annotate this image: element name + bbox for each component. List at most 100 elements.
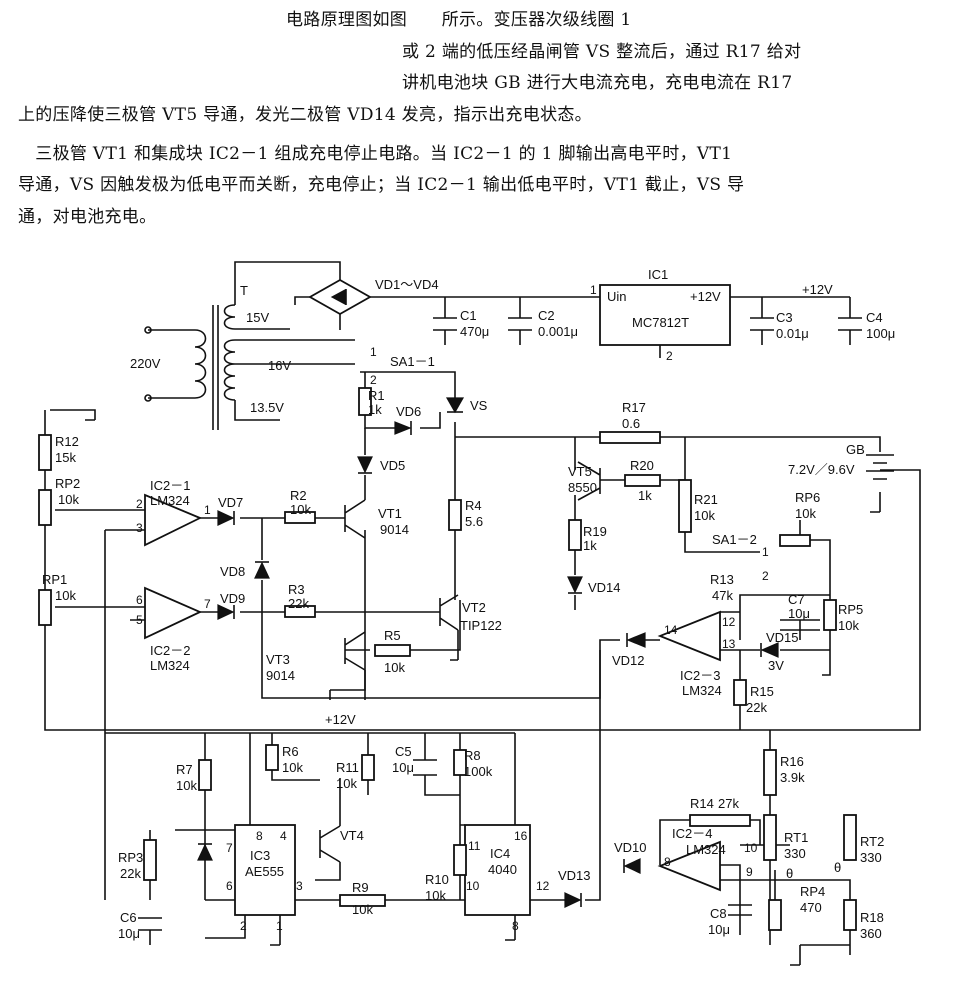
- label-ic22-part: LM324: [150, 658, 190, 673]
- text-line: 讲机电池块 GB 进行大电流充电，充电电流在 R17: [402, 73, 793, 93]
- label-vd15: VD15: [766, 630, 799, 645]
- label-vs: VS: [470, 398, 488, 413]
- label-sa12: SA1－2: [712, 532, 757, 547]
- label-r16: R16: [780, 754, 804, 769]
- label-vd14: VD14: [588, 580, 621, 595]
- label-r7-value: 10k: [176, 778, 197, 793]
- ic1-regulator: [599, 284, 731, 346]
- label-c3: C3: [776, 310, 793, 325]
- label-vt4: VT4: [340, 828, 364, 843]
- label-vd10: VD10: [614, 840, 647, 855]
- label-c5: C5: [395, 744, 412, 759]
- bridge-rectifier-vd1-vd4: [308, 278, 372, 316]
- label-rt1: RT1: [784, 830, 808, 845]
- label-r4-value: 5.6: [465, 514, 483, 529]
- text-line: 上的压降使三极管 VT5 导通，发光二极管 VD14 发亮，指示出充电状态。: [18, 105, 592, 125]
- label-r10-value: 10k: [425, 888, 446, 903]
- label-ic4-pin12: 12: [536, 879, 550, 893]
- label-vd5: VD5: [380, 458, 405, 473]
- label-ic3-pin2: 2: [240, 919, 247, 933]
- label-ic24: IC2－4: [672, 826, 712, 841]
- op-amps: [144, 493, 721, 892]
- label-r1: R1: [368, 388, 385, 403]
- label-vd8: VD8: [220, 564, 245, 579]
- label-gb: GB: [846, 442, 865, 457]
- label-r15-value: 22k: [746, 700, 767, 715]
- label-rp5: RP5: [838, 602, 863, 617]
- label-pin6: 6: [136, 593, 143, 607]
- label-220v: 220V: [130, 356, 161, 371]
- label-r21-value: 10k: [694, 508, 715, 523]
- label-ic24-part: LM324: [686, 842, 726, 857]
- text-line: 电路原理图如图 所示。变压器次级线圈 1: [286, 10, 632, 30]
- label-c6-value: 10μ: [118, 926, 140, 941]
- label-c1-value: 470μ: [460, 324, 489, 339]
- label-r21: R21: [694, 492, 718, 507]
- label-c5-value: 10μ: [392, 760, 414, 775]
- label-rp1: RP1: [42, 572, 67, 587]
- label-vd7: VD7: [218, 495, 243, 510]
- text-line: 通，对电池充电。: [18, 207, 157, 227]
- text-line: 或 2 端的低压经晶闸管 VS 整流后，通过 R17 给对: [402, 42, 802, 62]
- label-ic3-pin4: 4: [280, 829, 287, 843]
- label-ic1-pin2: 2: [666, 349, 673, 363]
- label-sa12-1: 1: [762, 545, 769, 559]
- label-r13-value: 47k: [712, 588, 733, 603]
- label-ic4-pin16: 16: [514, 829, 528, 843]
- label-ic4-pin8: 8: [512, 919, 519, 933]
- label-sa11-1: 1: [370, 345, 377, 359]
- diodes: [197, 397, 779, 908]
- label-pin8: 8: [664, 855, 671, 869]
- label-r6-value: 10k: [282, 760, 303, 775]
- text-line: 三极管 VT1 和集成块 IC2－1 组成充电停止电路。当 IC2－1 的 1 …: [18, 144, 733, 164]
- label-r18-value: 360: [860, 926, 882, 941]
- label-vt5: VT5: [568, 464, 592, 479]
- label-c6: C6: [120, 910, 137, 925]
- label-vt3: VT3: [266, 652, 290, 667]
- label-r18: R18: [860, 910, 884, 925]
- label-rp6: RP6: [795, 490, 820, 505]
- label-r4: R4: [465, 498, 482, 513]
- label-theta2: θ: [834, 860, 841, 875]
- label-r9: R9: [352, 880, 369, 895]
- label-rp2: RP2: [55, 476, 80, 491]
- label-pin9: 9: [746, 865, 753, 879]
- label-ic3-part: AE555: [245, 864, 284, 879]
- label-vt2-value: TIP122: [460, 618, 502, 633]
- resistors: [38, 387, 857, 931]
- label-rp1-value: 10k: [55, 588, 76, 603]
- label-15v: 15V: [246, 310, 269, 325]
- ic4-counter: [464, 824, 531, 916]
- text-line: 导通，VS 因触发极为低电平而关断，充电停止；当 IC2－1 输出低电平时，VT…: [18, 175, 745, 195]
- label-rp6-value: 10k: [795, 506, 816, 521]
- label-13-5v: 13.5V: [250, 400, 284, 415]
- label-16v: 16V: [268, 358, 291, 373]
- label-ic3-pin6: 6: [226, 879, 233, 893]
- label-c4: C4: [866, 310, 883, 325]
- label-rp5-value: 10k: [838, 618, 859, 633]
- label-r12: R12: [55, 434, 79, 449]
- ic3-555-timer: [234, 824, 296, 916]
- label-rp3-value: 22k: [120, 866, 141, 881]
- label-ic4-pin11: 11: [468, 839, 481, 853]
- battery-gb: [866, 454, 894, 480]
- label-pin13: 13: [722, 637, 736, 651]
- label-gb-value: 7.2V／9.6V: [788, 462, 855, 477]
- label-ic1-out: +12V: [690, 289, 721, 304]
- label-c7-value: 10μ: [788, 606, 810, 621]
- label-c3-value: 0.01μ: [776, 326, 809, 341]
- label-ic4-part: 4040: [488, 862, 517, 877]
- label-ic3-pin3: 3: [296, 879, 303, 893]
- label-c4-value: 100μ: [866, 326, 895, 341]
- label-ic22: IC2－2: [150, 643, 190, 658]
- label-rt2-value: 330: [860, 850, 882, 865]
- label-pin12: 12: [722, 615, 736, 629]
- label-ic23-part: LM324: [682, 683, 722, 698]
- label-r14: R14: [690, 796, 714, 811]
- label-r20-value: 1k: [638, 488, 652, 503]
- label-vt5-value: 8550: [568, 480, 597, 495]
- label-c2-value: 0.001μ: [538, 324, 578, 339]
- label-sa12-2: 2: [762, 569, 769, 583]
- label-rt2: RT2: [860, 834, 884, 849]
